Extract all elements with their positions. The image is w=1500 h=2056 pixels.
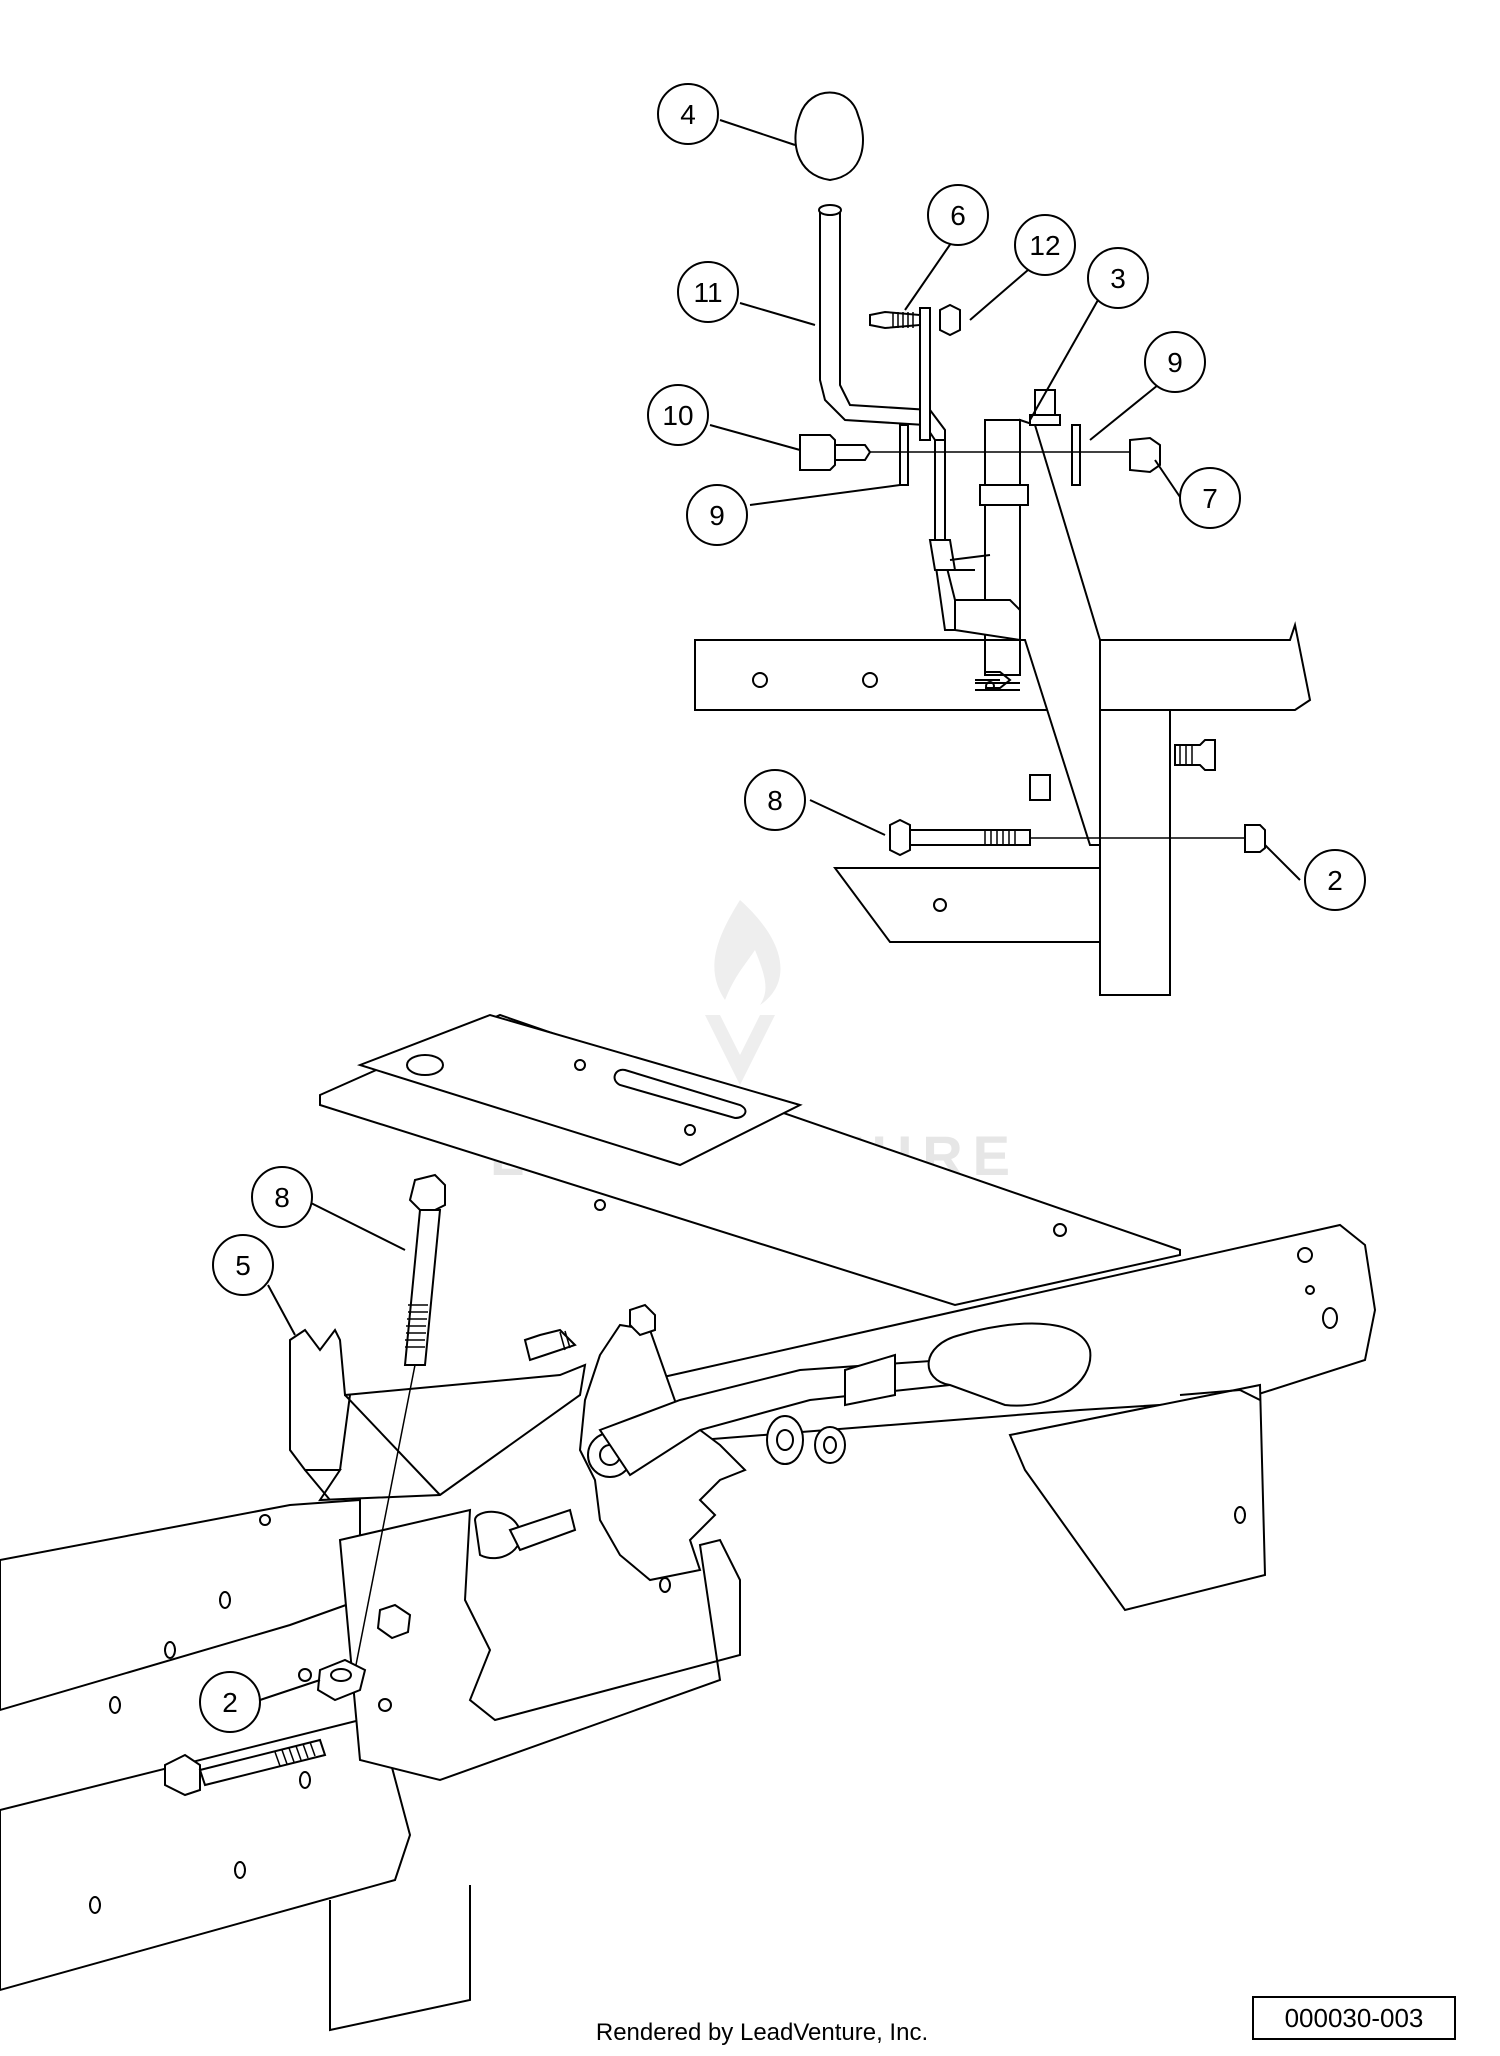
shift-bracket-plate: [338, 1508, 741, 1782]
callout-9-left: 9: [686, 484, 748, 546]
svg-text:2: 2: [222, 1687, 238, 1718]
bolt-8-upper: [889, 818, 911, 857]
lower-frame-rail: [833, 867, 1101, 943]
callout-3: 3: [1087, 247, 1149, 309]
callout-11: 11: [677, 261, 739, 323]
svg-text:8: 8: [767, 785, 783, 816]
upper-assembly: [694, 91, 1312, 996]
lower-assembly: [0, 1013, 1377, 2032]
diagram-id: 000030-003: [1285, 2003, 1424, 2033]
bolt-8-lower: [408, 1173, 446, 1211]
callout-9-right: 9: [1144, 331, 1206, 393]
bolt-lower: [164, 1753, 201, 1797]
svg-text:4: 4: [680, 99, 696, 130]
svg-text:8: 8: [274, 1182, 290, 1213]
svg-text:3: 3: [1110, 263, 1126, 294]
flange-nut-2-upper: [1244, 824, 1266, 853]
svg-text:2: 2: [1327, 865, 1343, 896]
svg-text:11: 11: [693, 277, 722, 308]
pivot-bolt-10: [799, 434, 836, 471]
stud-lower: [523, 1328, 577, 1362]
callouts: [259, 119, 1301, 1701]
callout-5: 5: [212, 1234, 274, 1296]
top-plate: [356, 1013, 803, 1167]
svg-text:7: 7: [1202, 483, 1218, 514]
svg-text:9: 9: [709, 500, 725, 531]
shift-knob: [794, 91, 864, 182]
svg-text:12: 12: [1029, 230, 1060, 261]
callout-2-upper: 2: [1304, 849, 1366, 911]
callout-2-lower: 2: [199, 1671, 261, 1733]
callout-7: 7: [1179, 467, 1241, 529]
svg-text:9: 9: [1167, 347, 1183, 378]
callout-4: 4: [657, 83, 719, 145]
rendered-by-credit: Rendered by LeadVenture, Inc.: [596, 2019, 928, 2046]
diagram-id-box: 000030-003: [1252, 1996, 1456, 2040]
callout-12: 12: [1014, 214, 1076, 276]
left-frame-rail: [0, 1498, 361, 1712]
bracket-5: [289, 1328, 587, 1502]
svg-text:6: 6: [950, 200, 966, 231]
callout-8-upper: 8: [744, 769, 806, 831]
nut-7: [1129, 436, 1161, 474]
shift-knob-lower: [927, 1322, 1092, 1407]
callout-10: 10: [647, 384, 709, 446]
vertical-channel: [1099, 709, 1171, 996]
svg-text:10: 10: [662, 400, 693, 431]
svg-text:5: 5: [235, 1250, 251, 1281]
callout-8-lower: 8: [251, 1166, 313, 1228]
callout-6: 6: [927, 184, 989, 246]
